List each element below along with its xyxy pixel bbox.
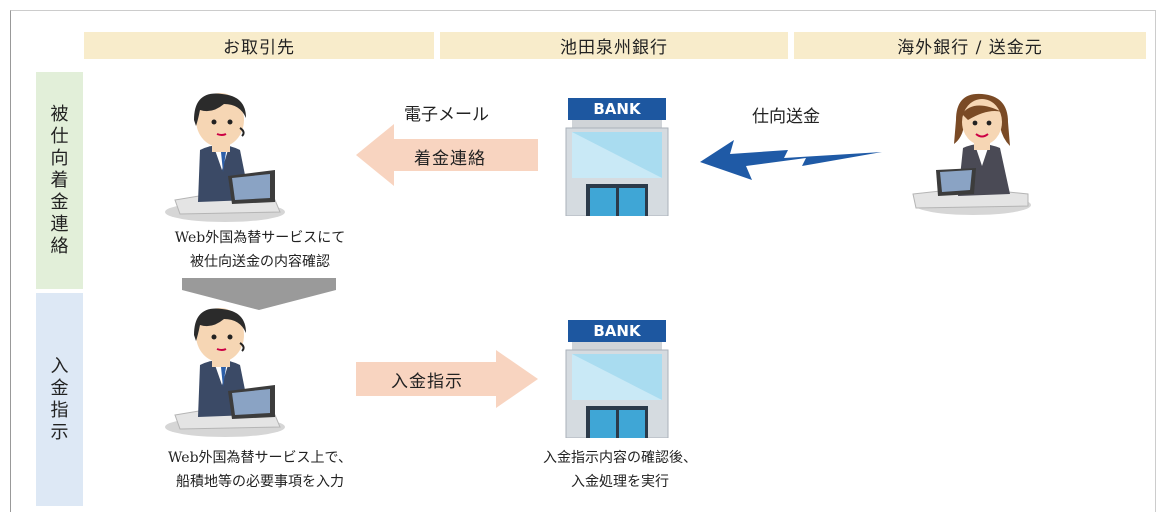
row-instruction-char: 入: [50, 355, 69, 377]
client-person-icon-bottom: [165, 308, 285, 437]
row-notice-char: 被: [50, 103, 69, 125]
client-check-caption-line1: Web外国為替サービスにて: [174, 230, 346, 246]
remitter-person-icon: [912, 93, 1031, 215]
row-instruction-char: 示: [50, 421, 69, 443]
bank-sign-text: BANK: [593, 100, 642, 118]
bank-building-icon-bottom: BANK: [565, 320, 669, 438]
remittance-lightning-arrow: [700, 140, 882, 180]
column-header-client: お取引先: [84, 32, 434, 59]
row-label-arrival-notice: 被仕向着金連絡: [36, 72, 83, 289]
bank-exec-caption-line1: 入金指示内容の確認後、: [543, 450, 697, 466]
row-notice-char: 絡: [50, 235, 69, 257]
arrival-notice-arrow: [356, 124, 538, 186]
client-person-icon-top: [165, 93, 285, 222]
client-input-caption: Web外国為替サービス上で、 船積地等の必要事項を入力: [120, 446, 400, 494]
column-header-bank: 池田泉州銀行: [440, 32, 788, 59]
row-label-deposit-instruction: 入金指示: [36, 293, 83, 506]
bank-exec-caption: 入金指示内容の確認後、 入金処理を実行: [500, 446, 740, 494]
deposit-instruction-label: 入金指示: [391, 372, 463, 392]
arrival-notice-label: 着金連絡: [414, 149, 486, 169]
client-input-caption-line2: 船積地等の必要事項を入力: [176, 474, 344, 490]
process-down-arrow: [182, 278, 336, 310]
remittance-label: 仕向送金: [752, 107, 820, 127]
client-input-caption-line1: Web外国為替サービス上で、: [168, 450, 352, 466]
row-notice-char: 金: [50, 191, 69, 213]
row-instruction-char: 指: [50, 399, 69, 421]
client-check-caption: Web外国為替サービスにて 被仕向送金の内容確認: [130, 226, 390, 274]
column-header-overseas: 海外銀行 / 送金元: [794, 32, 1146, 59]
deposit-instruction-arrow: [356, 350, 538, 408]
bank-building-icon-top: BANK: [565, 98, 669, 216]
row-notice-char: 着: [50, 169, 69, 191]
client-check-caption-line2: 被仕向送金の内容確認: [190, 254, 330, 270]
bank-exec-caption-line2: 入金処理を実行: [571, 474, 669, 490]
row-notice-char: 連: [50, 213, 69, 235]
row-notice-char: 向: [50, 147, 69, 169]
row-notice-char: 仕: [50, 125, 69, 147]
row-instruction-char: 金: [50, 377, 69, 399]
email-label: 電子メール: [404, 105, 489, 125]
bank-sign-text: BANK: [593, 322, 642, 340]
diagram-frame: [10, 10, 1156, 512]
